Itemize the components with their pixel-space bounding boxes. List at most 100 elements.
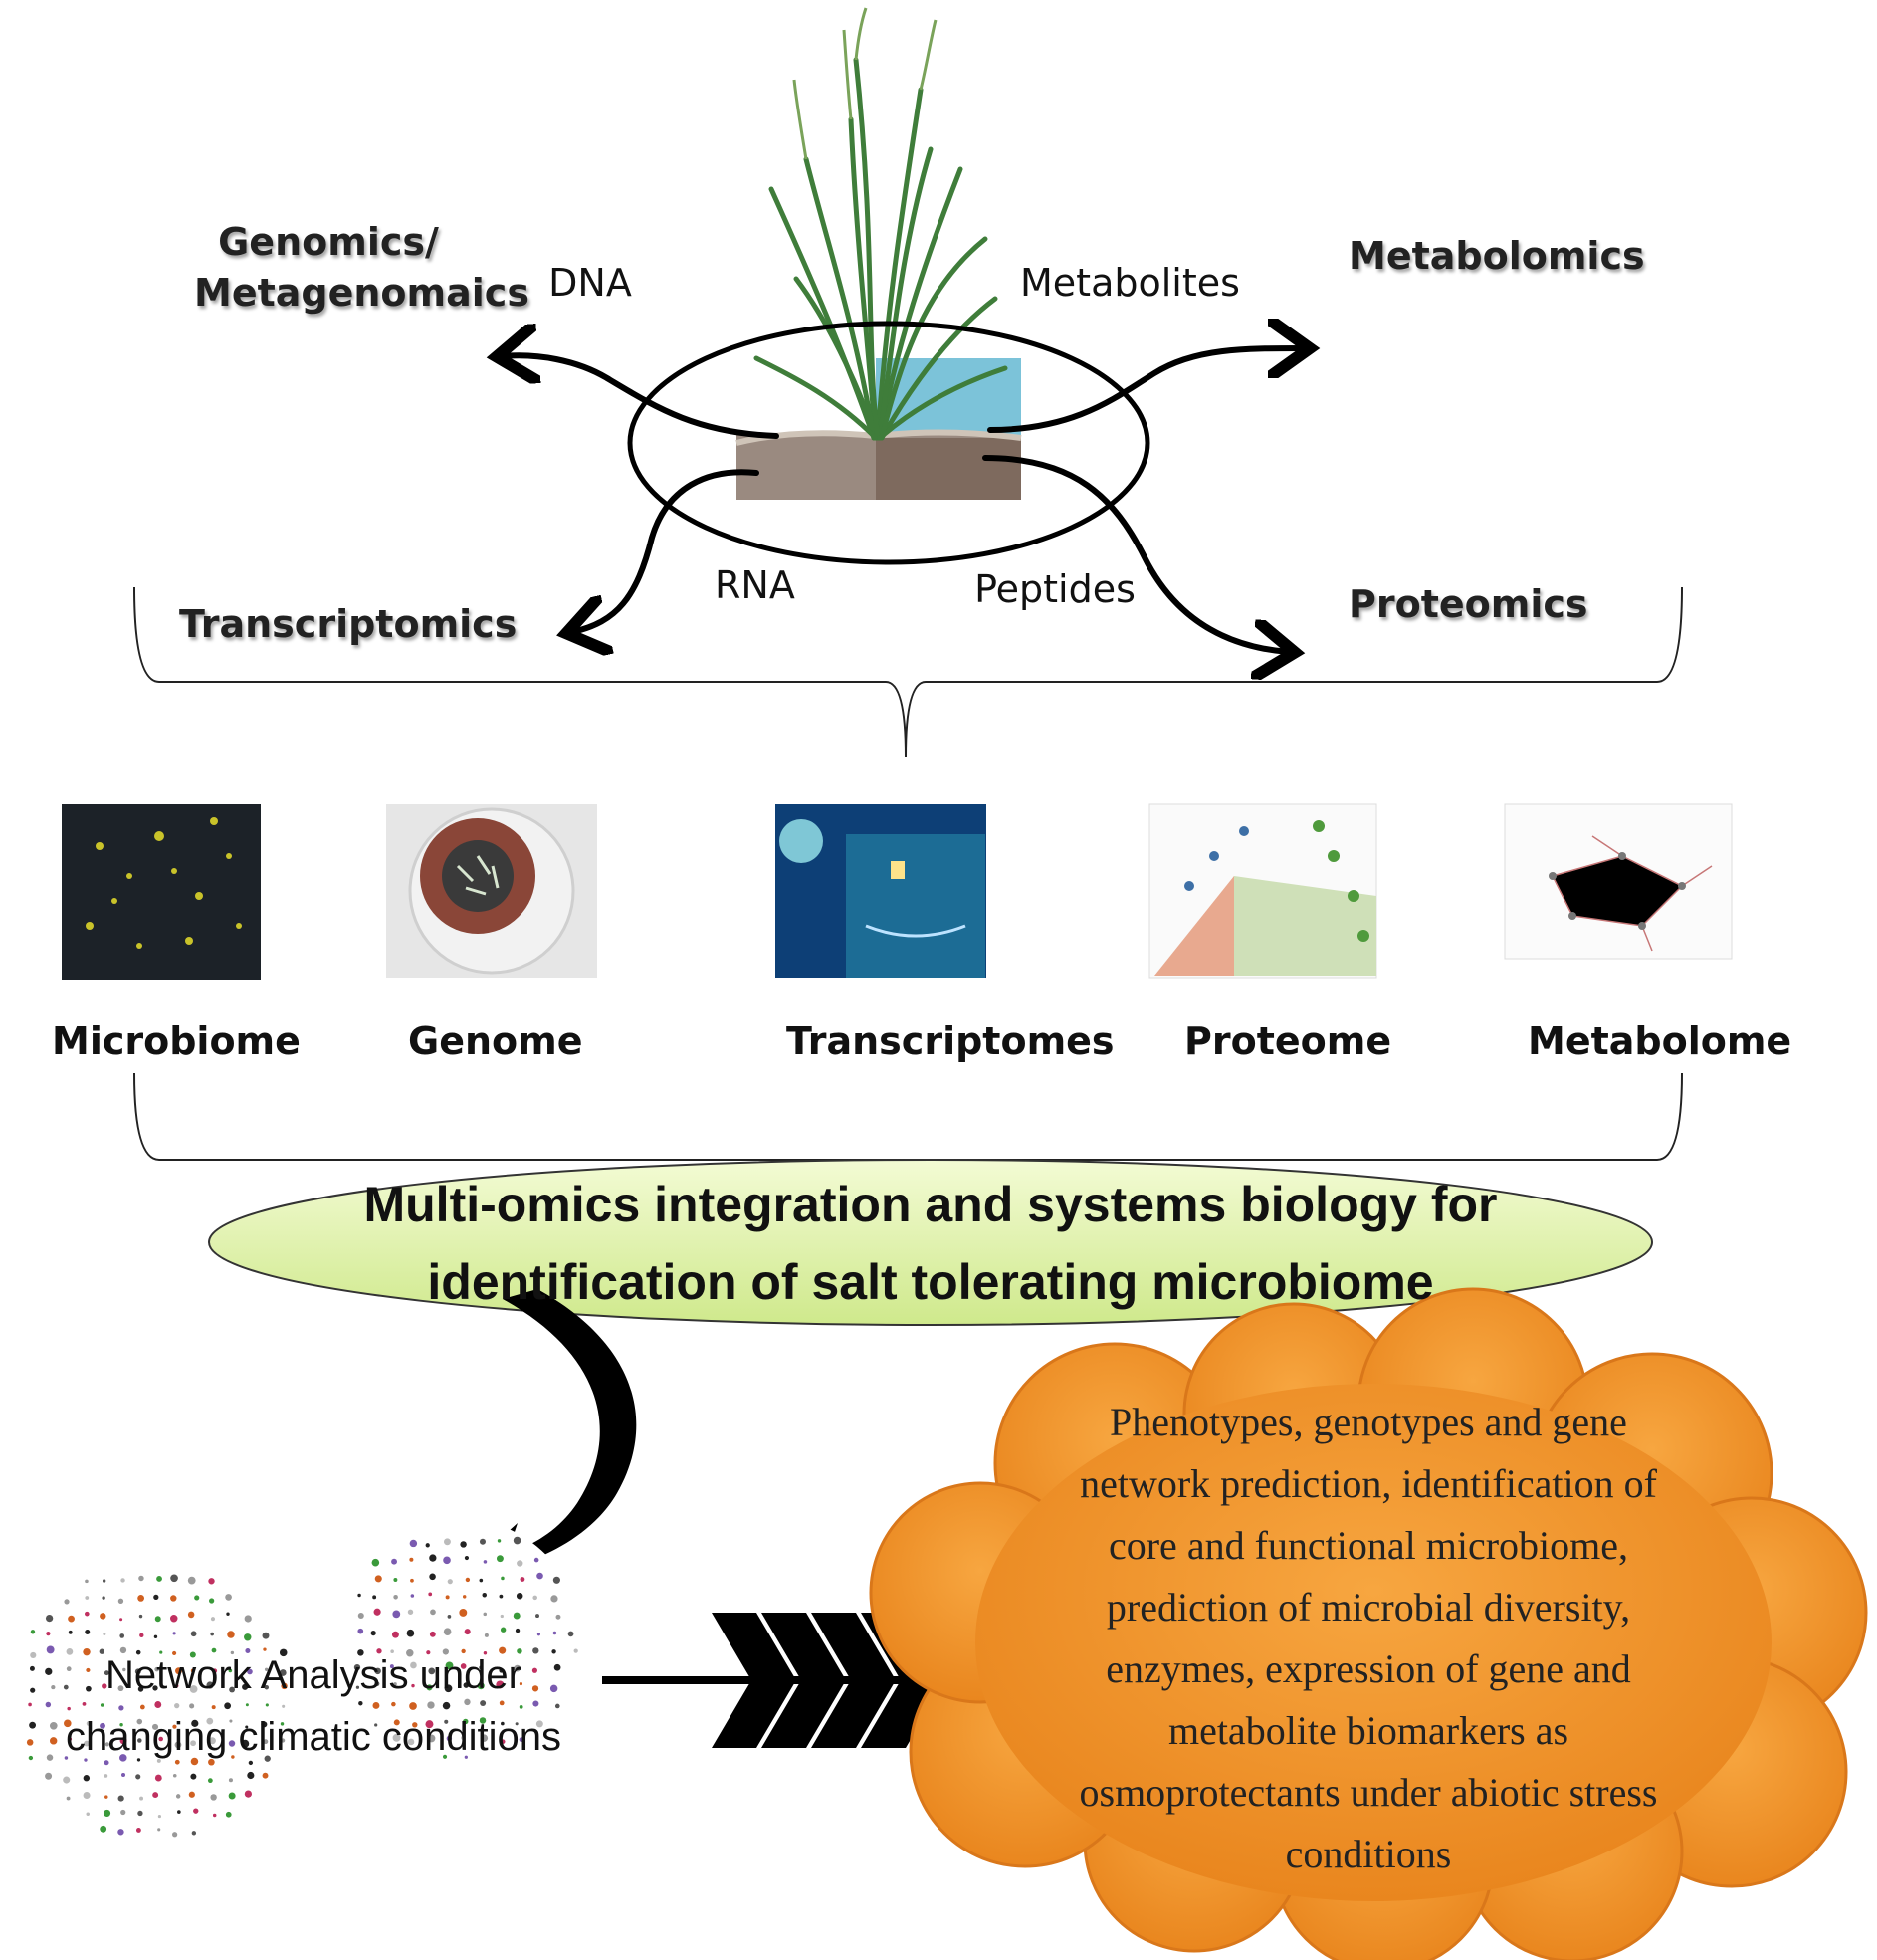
network-node — [533, 1557, 539, 1563]
network-node — [189, 1703, 195, 1709]
network-node — [447, 1579, 453, 1585]
network-node — [224, 1702, 232, 1710]
label-peptides: Peptides — [974, 567, 1136, 611]
network-node — [137, 1738, 142, 1743]
network-node — [208, 1737, 216, 1745]
network-node — [555, 1614, 561, 1620]
network-node — [374, 1575, 382, 1583]
network-node — [119, 1618, 123, 1622]
network-node — [573, 1648, 578, 1653]
network-node — [84, 1740, 90, 1747]
network-node — [282, 1704, 286, 1708]
network-node — [172, 1724, 177, 1729]
network-node — [119, 1737, 127, 1745]
network-node — [247, 1668, 253, 1675]
network-node — [191, 1719, 199, 1727]
network-node — [86, 1685, 92, 1692]
network-node — [85, 1596, 90, 1600]
network-node — [357, 1649, 364, 1656]
network-node — [373, 1608, 381, 1616]
network-node — [120, 1578, 125, 1583]
network-label-line2: changing climatic conditions — [65, 1715, 562, 1759]
network-node — [64, 1756, 69, 1760]
network-node — [212, 1813, 217, 1818]
network-node — [172, 1650, 177, 1656]
network-node — [136, 1718, 143, 1725]
network-node — [358, 1701, 363, 1706]
thumb-microbiome — [62, 804, 261, 980]
network-node — [119, 1633, 125, 1638]
network-node — [30, 1651, 37, 1659]
network-node — [157, 1815, 161, 1819]
network-node — [410, 1661, 417, 1669]
network-node — [137, 1595, 145, 1602]
network-node — [190, 1740, 196, 1747]
network-node — [464, 1698, 471, 1706]
network-node — [242, 1683, 249, 1690]
network-node — [549, 1684, 558, 1693]
network-node — [517, 1560, 523, 1567]
network-node — [82, 1701, 87, 1706]
network-node — [45, 1772, 53, 1780]
network-node — [496, 1555, 504, 1563]
outcome-cloud — [869, 1287, 1868, 1960]
network-node — [228, 1668, 233, 1673]
network-node — [444, 1719, 449, 1724]
upper-brace — [133, 586, 1683, 758]
network-node — [516, 1592, 523, 1600]
network-node — [553, 1663, 561, 1671]
network-node — [550, 1595, 558, 1603]
network-node — [174, 1759, 180, 1765]
network-node — [136, 1758, 141, 1762]
network-node — [85, 1579, 89, 1584]
network-node — [355, 1685, 360, 1689]
network-node — [280, 1722, 285, 1726]
network-node — [499, 1700, 505, 1706]
network-node — [428, 1592, 433, 1597]
network-node — [480, 1700, 487, 1707]
network-node — [244, 1615, 252, 1623]
network-node — [189, 1685, 198, 1693]
network-node — [68, 1737, 73, 1741]
network-node — [483, 1651, 488, 1655]
network-node — [410, 1578, 414, 1583]
network-node — [228, 1792, 236, 1800]
network-node — [135, 1649, 141, 1655]
network-node — [210, 1617, 216, 1622]
network-node — [190, 1757, 199, 1766]
network-node — [442, 1648, 449, 1655]
network-node — [211, 1705, 216, 1710]
omics-label-genome: Genome — [408, 1019, 583, 1063]
network-node — [247, 1771, 255, 1780]
network-node — [279, 1669, 287, 1676]
thumb-metabolome — [1504, 803, 1733, 960]
network-node — [46, 1754, 54, 1761]
network-node — [464, 1755, 468, 1759]
network-node — [228, 1740, 236, 1747]
network-node — [536, 1572, 543, 1580]
network-node — [500, 1614, 504, 1619]
network-node — [138, 1575, 144, 1582]
network-node — [501, 1721, 505, 1726]
label-dna: DNA — [548, 261, 632, 305]
network-node — [134, 1668, 141, 1675]
integration-title: Multi-omics integration and systems biol… — [239, 1167, 1622, 1321]
network-node — [371, 1558, 380, 1567]
network-node — [443, 1538, 451, 1546]
network-node — [86, 1812, 90, 1816]
network-node — [190, 1631, 197, 1637]
network-node — [426, 1650, 431, 1655]
network-node — [483, 1612, 488, 1617]
network-node — [139, 1796, 144, 1801]
network-node — [170, 1595, 177, 1602]
network-node — [429, 1554, 437, 1562]
network-node — [482, 1592, 487, 1598]
network-node — [85, 1630, 91, 1635]
network-node — [442, 1754, 448, 1759]
network-node — [152, 1792, 159, 1799]
network-node — [208, 1758, 215, 1766]
thumb-transcriptomes — [775, 804, 986, 978]
network-node — [63, 1776, 71, 1784]
network-node — [519, 1682, 523, 1686]
network-node — [26, 1739, 34, 1746]
